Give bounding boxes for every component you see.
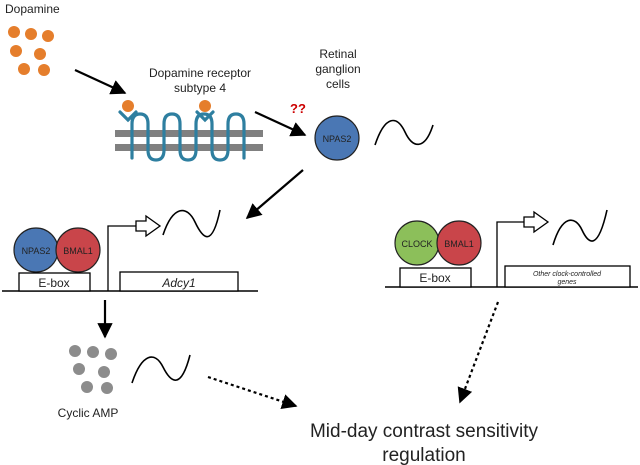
camp-dot [87, 346, 99, 358]
dopamine-dot [25, 28, 37, 40]
camp-dot [81, 381, 93, 393]
camp-dot [101, 382, 113, 394]
receptor-label-line1: Dopamine receptor [149, 66, 251, 80]
rgc-oscillation-wave [374, 119, 434, 146]
ebox-right-label: E-box [419, 271, 450, 285]
genes-to-outcome-dotted-arrow [457, 301, 500, 404]
promoter-line-left [107, 225, 136, 291]
other-genes-label-line1: Other clock-controlled [533, 271, 602, 278]
camp-dot [98, 366, 110, 378]
cyclic-amp-label: Cyclic AMP [58, 406, 119, 420]
unknown-mechanism-label: ?? [290, 101, 306, 116]
rgc-to-gene-arrow [245, 169, 304, 220]
transcription-arrow-left [135, 214, 162, 238]
receptor-label-line2: subtype 4 [174, 81, 226, 95]
rgc-npas2-circle [314, 115, 360, 161]
dopamine-dot [34, 48, 46, 60]
ebox-left-box [18, 272, 91, 292]
receptor-binding-site [118, 110, 138, 123]
cell-membrane [115, 130, 263, 151]
bmal1-circle [55, 227, 101, 273]
rgc-label-line1: Retinal [319, 47, 356, 61]
dopamine-dot [42, 30, 54, 42]
bmal1-right-circle [436, 220, 482, 266]
ebox-right-box [399, 267, 472, 288]
outcome-label-line2: regulation [382, 445, 465, 465]
bound-dopamine [199, 100, 211, 112]
dopamine-receptor [118, 110, 246, 162]
adcy1-gene-box [119, 271, 239, 292]
transcription-arrow-right [523, 210, 550, 234]
right-gene-construct [385, 210, 638, 288]
bmal1-right-label: BMAL1 [444, 239, 474, 249]
camp-dot [73, 363, 85, 375]
receptor-to-rgc-arrow [254, 111, 307, 137]
camp-dot [105, 348, 117, 360]
rgc-label-line3: cells [326, 77, 350, 91]
ebox-left-label: E-box [38, 276, 69, 290]
other-genes-expression-wave [552, 209, 608, 246]
camp-oscillation-wave [131, 354, 191, 384]
dopamine-to-receptor-arrow [74, 69, 127, 95]
dopamine-dot [10, 45, 22, 57]
promoter-line-right [496, 221, 524, 287]
adcy1-expression-wave [162, 209, 221, 238]
other-genes-box [504, 265, 631, 288]
dopamine-dot [18, 63, 30, 75]
bmal1-left-label: BMAL1 [63, 246, 93, 256]
bound-dopamine [122, 100, 134, 112]
dopamine-label: Dopamine [5, 2, 60, 16]
rgc-label-line2: ganglion [315, 62, 360, 76]
dopamine-molecules [8, 26, 54, 76]
camp-to-outcome-dotted-arrow [207, 375, 298, 409]
cyclic-amp-molecules [69, 345, 117, 394]
dopamine-dot [38, 64, 50, 76]
other-genes-label-line2: genes [557, 279, 577, 286]
outcome-label-line1: Mid-day contrast sensitivity [310, 421, 539, 442]
receptor-binding-site [195, 110, 215, 123]
left-gene-construct [2, 214, 258, 292]
dopamine-dot [8, 26, 20, 38]
clock-label: CLOCK [401, 239, 432, 249]
npas2-label: NPAS2 [22, 246, 51, 256]
adcy1-label: Adcy1 [161, 276, 195, 290]
camp-dot [69, 345, 81, 357]
rgc-npas2-label: NPAS2 [323, 134, 352, 144]
